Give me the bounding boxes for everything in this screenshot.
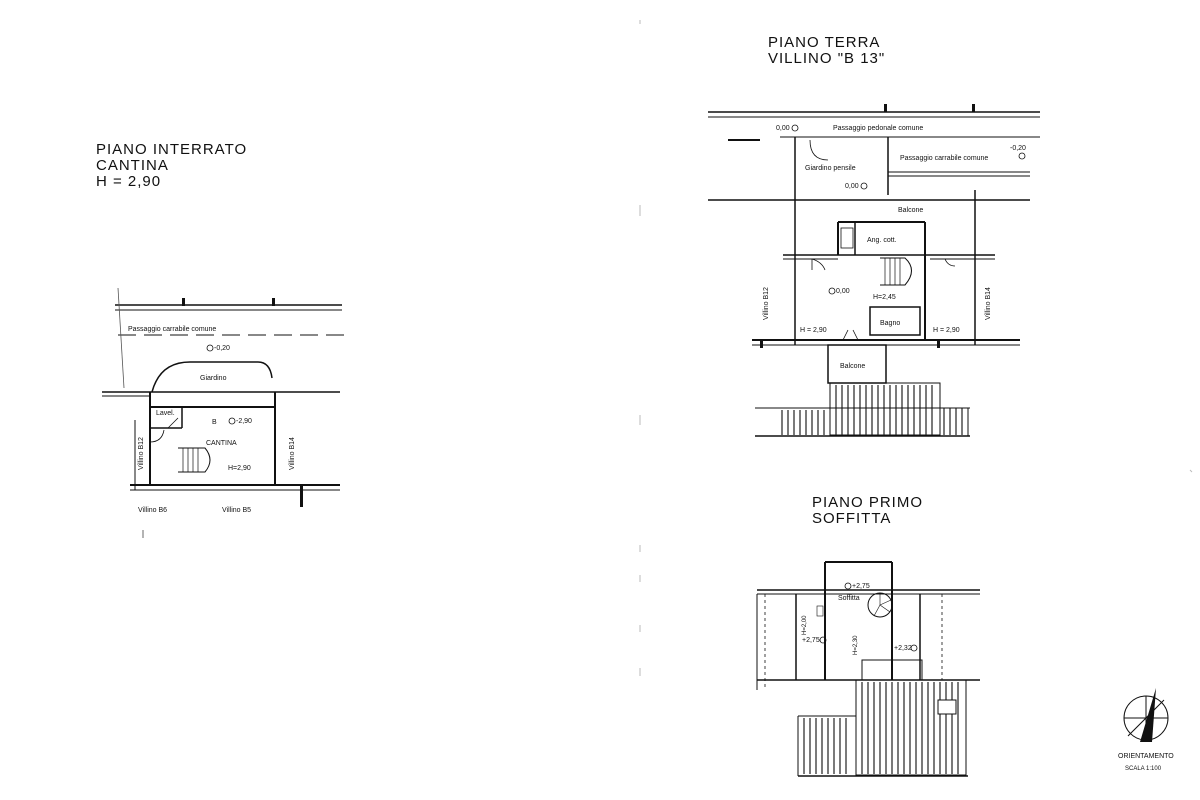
terra-label-villino-b12: Villino B12 xyxy=(763,287,770,320)
interrato-label-b: B xyxy=(212,419,217,426)
interrato-plan: Passaggio carrabile comune -0,20 Giardin… xyxy=(102,287,345,538)
terra-label-carrabile: Passaggio carrabile comune xyxy=(900,155,988,162)
terra-level-mid: 0,00 xyxy=(836,288,850,295)
terra-label-villino-b14: Villino B14 xyxy=(985,287,992,320)
primo-title: PIANO PRIMO SOFFITTA xyxy=(812,495,923,527)
primo-label-h-left: H=2,00 xyxy=(802,615,808,635)
interrato-label-villino-b6: Villino B6 xyxy=(138,507,167,514)
interrato-title-line-2: CANTINA xyxy=(96,157,169,174)
terra-label-balcone-top: Balcone xyxy=(898,207,923,214)
interrato-level-top: -0,20 xyxy=(214,345,230,352)
terra-label-balcone-bottom: Balcone xyxy=(840,363,865,370)
terra-plan: 0,00 Passaggio pedonale comune -0,20 Pas… xyxy=(708,104,1040,437)
interrato-label-h: H=2,90 xyxy=(228,465,251,472)
orientamento-scale: SCALA 1:100 xyxy=(1125,766,1162,772)
terra-level-garden: 0,00 xyxy=(845,183,859,190)
interrato-label-villino-b5: Villino B5 xyxy=(222,507,251,514)
interrato-label-cantina: CANTINA xyxy=(206,440,237,447)
interrato-level-room: -2,90 xyxy=(236,418,252,425)
interrato-label-lavel: Lavel. xyxy=(156,410,175,417)
primo-level-left: +2,75 xyxy=(802,637,820,644)
primo-title-line-1: PIANO PRIMO xyxy=(812,494,924,511)
primo-title-line-2: SOFFITTA xyxy=(812,510,892,527)
primo-level-right: +2,32 xyxy=(894,645,912,652)
primo-label-soffitta: Soffitta xyxy=(838,595,860,602)
terra-title-line-2: VILLINO "B 13" xyxy=(768,50,886,67)
interrato-label-villino-b14: Villino B14 xyxy=(289,437,296,470)
interrato-label-giardino: Giardino xyxy=(200,375,227,382)
orientamento-label: ORIENTAMENTO xyxy=(1118,753,1174,760)
north-arrow-icon xyxy=(1123,688,1169,742)
interrato-title-line-3: H = 2,90 xyxy=(96,173,162,190)
primo-level-top: +2,75 xyxy=(852,583,870,590)
interrato-label-villino-b12: Villino B12 xyxy=(138,437,145,470)
primo-label-h-mid: H=2,30 xyxy=(853,635,859,655)
scan-marks xyxy=(639,20,1193,676)
primo-plan: +2,75 Soffitta H=2,00 +2,75 H=2,30 +2,32 xyxy=(756,561,980,777)
terra-label-h245: H=2,45 xyxy=(873,294,896,301)
interrato-label-passaggio: Passaggio carrabile comune xyxy=(128,326,216,333)
terra-label-h-left: H = 2,90 xyxy=(800,327,827,334)
terra-title: PIANO TERRA VILLINO "B 13" xyxy=(768,35,885,67)
terra-label-h-right: H = 2,90 xyxy=(933,327,960,334)
terra-label-pedonale: Passaggio pedonale comune xyxy=(833,125,923,132)
terra-label-bagno: Bagno xyxy=(880,320,900,327)
terra-level-right: -0,20 xyxy=(1010,145,1026,152)
terra-level-left: 0,00 xyxy=(776,125,790,132)
terra-label-giardino: Giardino pensile xyxy=(805,165,856,172)
interrato-title: PIANO INTERRATO CANTINA H = 2,90 xyxy=(96,142,247,190)
terra-label-ang-cott: Ang. cott. xyxy=(867,237,897,244)
interrato-title-line-1: PIANO INTERRATO xyxy=(96,141,248,158)
terra-title-line-1: PIANO TERRA xyxy=(768,34,881,51)
